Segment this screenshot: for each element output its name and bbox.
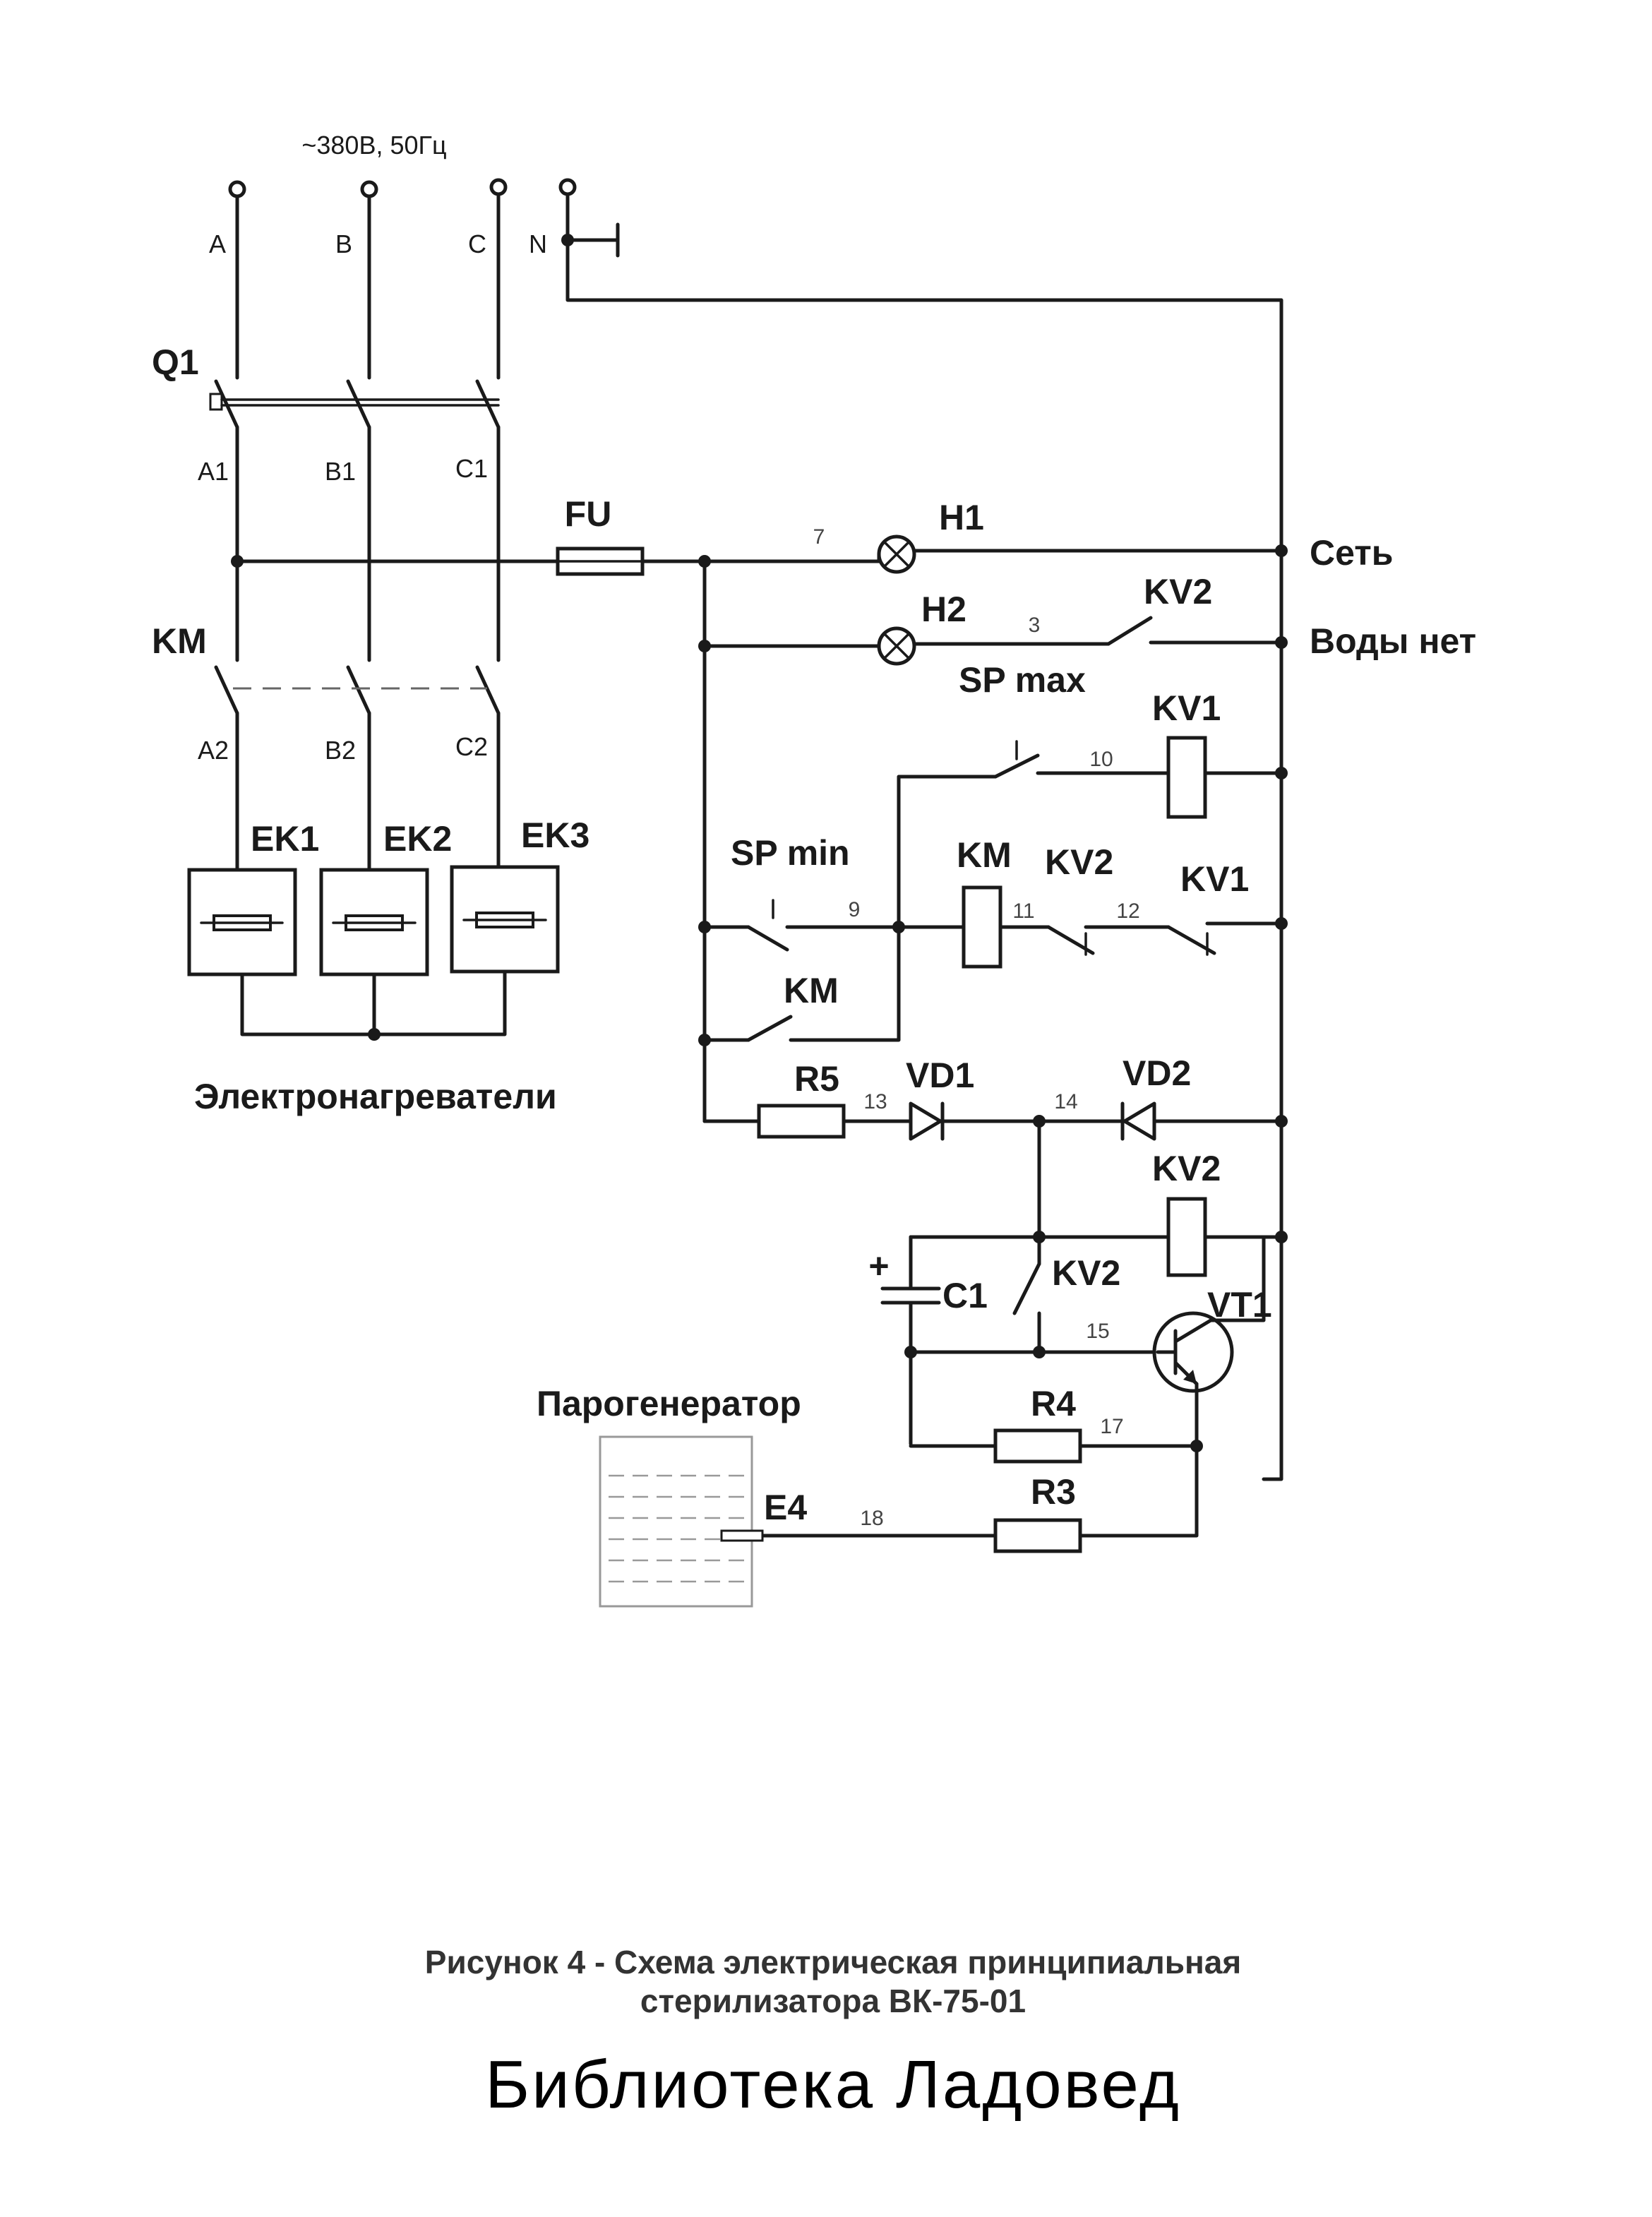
kv2-contact-nc-label: KV2	[1045, 842, 1113, 882]
resistor-r3-label: R3	[1031, 1472, 1076, 1512]
sp-min-label: SP min	[731, 833, 850, 873]
fuse-label: FU	[565, 494, 612, 534]
breaker-out-b: B1	[325, 457, 356, 486]
node-7: 7	[813, 525, 825, 549]
diode-vd2-label: VD2	[1123, 1053, 1191, 1093]
steam-generator-label: Парогенератор	[537, 1384, 801, 1423]
breaker-label: Q1	[152, 342, 199, 382]
km-hold-contact-label: KM	[784, 971, 839, 1010]
node-10: 10	[1089, 748, 1113, 771]
resistor-r3	[760, 1444, 1199, 1553]
neutral-label: N	[529, 229, 547, 258]
figure-caption-line2: стерилизатора ВК-75-01	[640, 1983, 1026, 2019]
resistor-r4-label: R4	[1031, 1384, 1076, 1423]
phase-a-tap	[231, 555, 560, 568]
heater-star-point	[240, 969, 507, 1041]
kv2-contact-no-label: KV2	[1052, 1253, 1120, 1293]
supply-voltage-label: ~380В, 50Гц	[301, 131, 446, 160]
contactor-out-b: B2	[325, 736, 356, 765]
node-14-down	[1033, 1119, 1046, 1243]
node-18: 18	[860, 1507, 883, 1530]
lamp-h1-label: H1	[939, 498, 984, 537]
library-watermark: Библиотека Ладовед	[485, 2047, 1181, 2122]
lamp-h2	[702, 626, 1111, 666]
sp-min-switch	[702, 899, 905, 952]
lamp-no-water-label: Воды нет	[1310, 621, 1476, 661]
heater-ek3	[450, 865, 560, 974]
lamp-h1	[873, 534, 1283, 574]
resistor-r4	[909, 1428, 1199, 1464]
lamp-h2-label: H2	[921, 590, 966, 629]
electrode-e4-label: E4	[764, 1488, 807, 1527]
phase-c-label: C	[468, 229, 486, 258]
contactor-out-c: C2	[455, 732, 488, 761]
breaker-q1	[209, 379, 501, 662]
electrode-e4	[720, 1529, 764, 1542]
node-15: 15	[1086, 1320, 1109, 1343]
heaters-caption: Электронагреватели	[194, 1077, 557, 1116]
kv1-coil	[1166, 736, 1283, 819]
breaker-out-a: A1	[198, 457, 229, 486]
kv1-contact-nc-label: KV1	[1180, 859, 1249, 899]
contactor-out-a: A2	[198, 736, 229, 765]
contactor-label: KM	[152, 621, 207, 661]
diode-vd1-label: VD1	[906, 1056, 974, 1095]
terminal-n	[558, 178, 577, 196]
supply-terminals	[228, 178, 577, 198]
kv2-contact-lamp-label: KV2	[1144, 572, 1212, 611]
terminal-b	[360, 180, 378, 198]
transistor-vt1-label: VT1	[1207, 1285, 1272, 1325]
sp-max-switch	[897, 740, 1171, 929]
kv2-contact-nc	[1046, 925, 1171, 956]
kv2-coil-label: KV2	[1152, 1149, 1221, 1188]
heater-ek2-label: EK2	[383, 819, 452, 859]
resistor-r5-label: R5	[794, 1059, 839, 1099]
heater-ek3-label: EK3	[521, 815, 589, 855]
diode-vd1	[909, 1101, 1125, 1141]
figure-caption-line1: Рисунок 4 - Схема электрическая принципи…	[425, 1944, 1241, 1980]
transistor-vt1	[1152, 1235, 1266, 1452]
neutral-wire	[561, 192, 1283, 1481]
contactor-km-power	[214, 665, 501, 872]
phase-a-label: A	[209, 229, 226, 258]
sp-max-label: SP max	[959, 660, 1086, 700]
km-coil-label: KM	[957, 835, 1012, 875]
node-15-bus	[904, 1346, 1160, 1358]
kv1-coil-label: KV1	[1152, 688, 1221, 728]
kv2-coil	[909, 1197, 1283, 1277]
heater-ek1	[187, 868, 297, 976]
phase-wires-top	[235, 192, 501, 380]
km-coil	[897, 885, 1051, 969]
heater-ek1-label: EK1	[251, 819, 319, 859]
phase-b-label: B	[335, 229, 352, 258]
node-13: 13	[863, 1090, 887, 1113]
kv2-contact-no	[1012, 1235, 1041, 1354]
steam-generator-tank	[599, 1435, 753, 1608]
node-17: 17	[1100, 1415, 1123, 1438]
lamp-net-label: Сеть	[1310, 533, 1393, 573]
breaker-out-c: C1	[455, 454, 488, 483]
node-14: 14	[1054, 1090, 1077, 1113]
capacitor-c1-polarity: +	[868, 1246, 889, 1286]
km-hold-contact	[702, 925, 901, 1042]
diode-vd2	[1120, 1101, 1283, 1141]
capacitor-c1	[880, 1235, 941, 1446]
capacitor-c1-label: C1	[942, 1276, 988, 1315]
node-11: 11	[1012, 900, 1034, 923]
terminal-a	[228, 180, 246, 198]
kv1-contact-nc	[1166, 921, 1283, 956]
resistor-r5	[702, 1104, 913, 1139]
node-12: 12	[1116, 900, 1139, 923]
node-9: 9	[849, 898, 861, 921]
kv2-contact-lamp	[1106, 616, 1283, 646]
heater-ek2	[319, 868, 429, 976]
terminal-c	[489, 178, 508, 196]
node-3: 3	[1029, 614, 1041, 637]
